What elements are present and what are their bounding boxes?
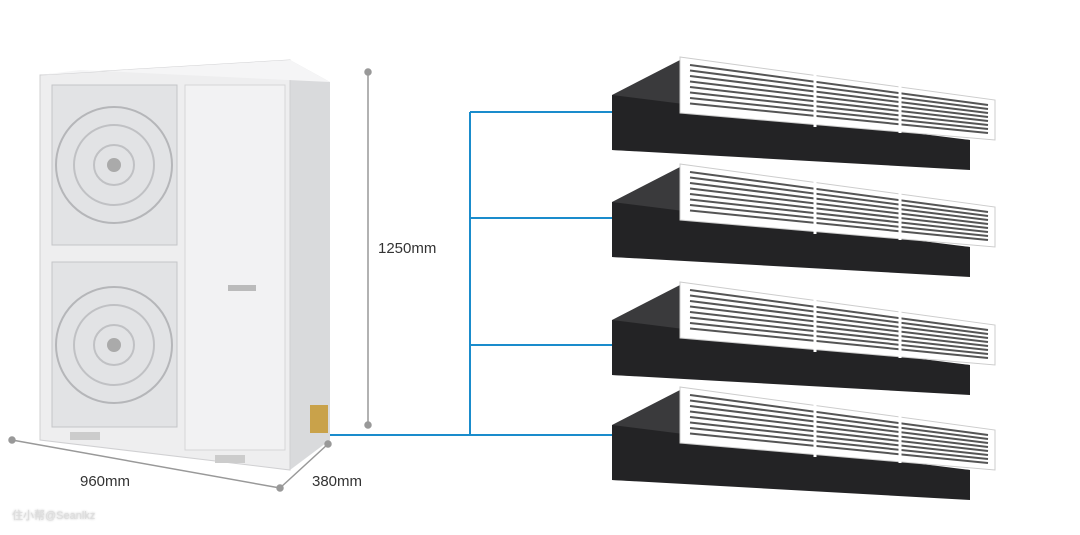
width-label: 960mm [80, 473, 131, 490]
refrigerant-piping [330, 111, 615, 436]
depth-label: 380mm [312, 473, 363, 490]
outdoor-unit [39, 59, 330, 471]
fan-grille-bottom [51, 261, 178, 428]
height-label: 1250mm [378, 240, 437, 257]
fan-grille-top [51, 84, 178, 246]
valve-connector [310, 405, 328, 433]
indoor-unit [612, 281, 996, 395]
indoor-unit [612, 56, 996, 170]
indoor-unit [612, 163, 996, 277]
watermark: 住小帮@Seanlkz [12, 510, 96, 522]
indoor-unit [612, 386, 996, 500]
dimension-lines [8, 68, 372, 492]
